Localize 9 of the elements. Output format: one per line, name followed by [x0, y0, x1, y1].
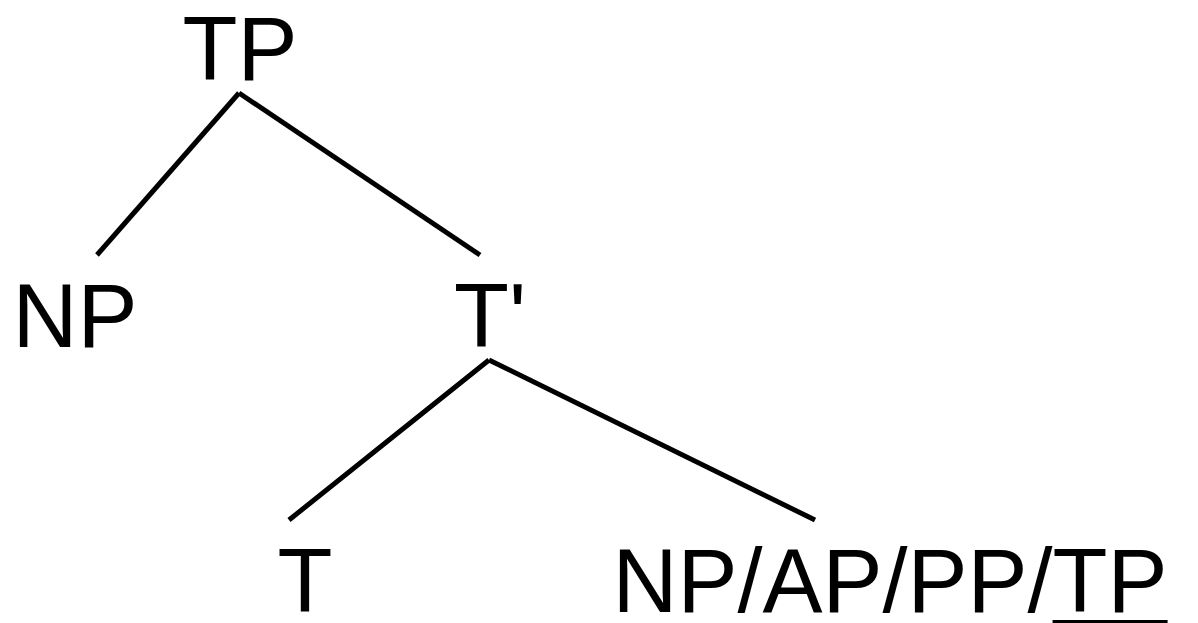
tree-node-label: TP	[182, 13, 298, 85]
tree-branch	[95, 91, 241, 257]
tree-node-label: NP/AP/PP/TP	[612, 545, 1168, 617]
tree-node-label: T	[277, 545, 333, 617]
tree-branch	[287, 358, 491, 522]
tree-node-label: T'	[453, 280, 527, 352]
tree-branch	[487, 357, 817, 523]
tree-branch	[237, 90, 482, 258]
tree-node-label: NP	[12, 280, 138, 352]
